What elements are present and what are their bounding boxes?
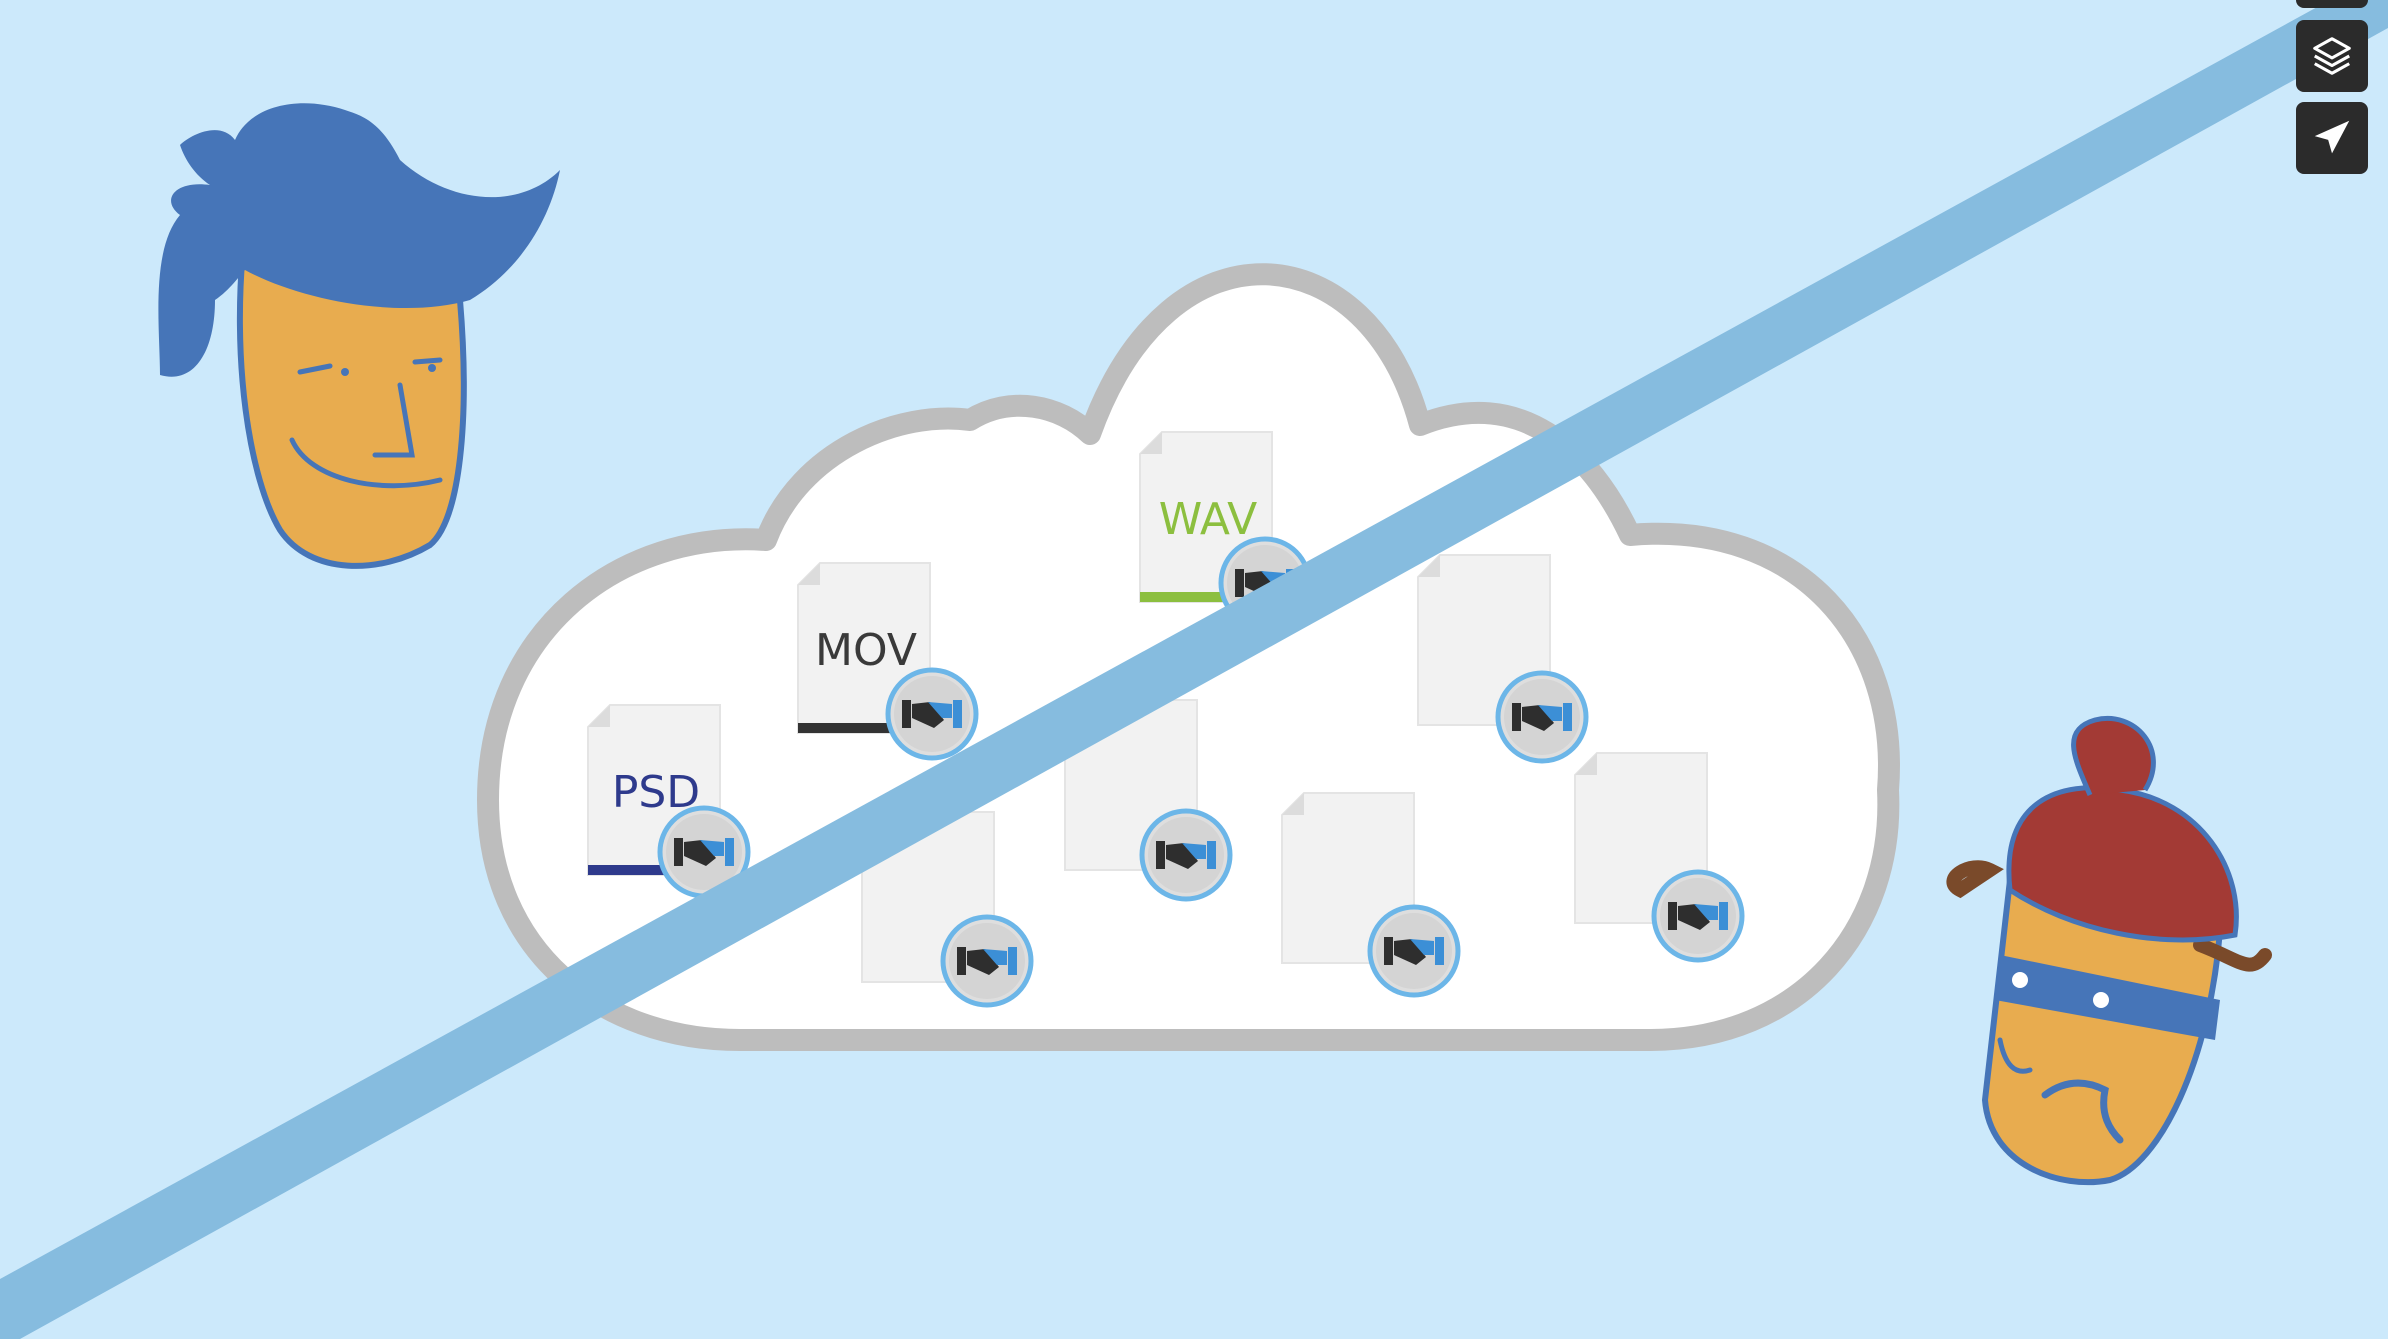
bandit-character bbox=[1946, 716, 2272, 1186]
file-type-label: MOV bbox=[815, 625, 917, 676]
handshake-badge-icon bbox=[1367, 904, 1461, 998]
layers-button[interactable] bbox=[2296, 20, 2368, 92]
handshake-badge-icon bbox=[940, 914, 1034, 1008]
handshake-badge-icon bbox=[1139, 808, 1233, 902]
layers-icon bbox=[2313, 37, 2351, 75]
menu-icon[interactable] bbox=[2296, 0, 2368, 8]
send-icon bbox=[2314, 120, 2350, 154]
send-button[interactable] bbox=[2296, 102, 2368, 174]
handshake-badge-icon bbox=[885, 667, 979, 761]
handshake-badge-icon bbox=[1651, 869, 1745, 963]
friendly-character bbox=[158, 103, 560, 569]
file-type-label: WAV bbox=[1159, 494, 1257, 545]
handshake-badge-icon bbox=[1495, 670, 1589, 764]
